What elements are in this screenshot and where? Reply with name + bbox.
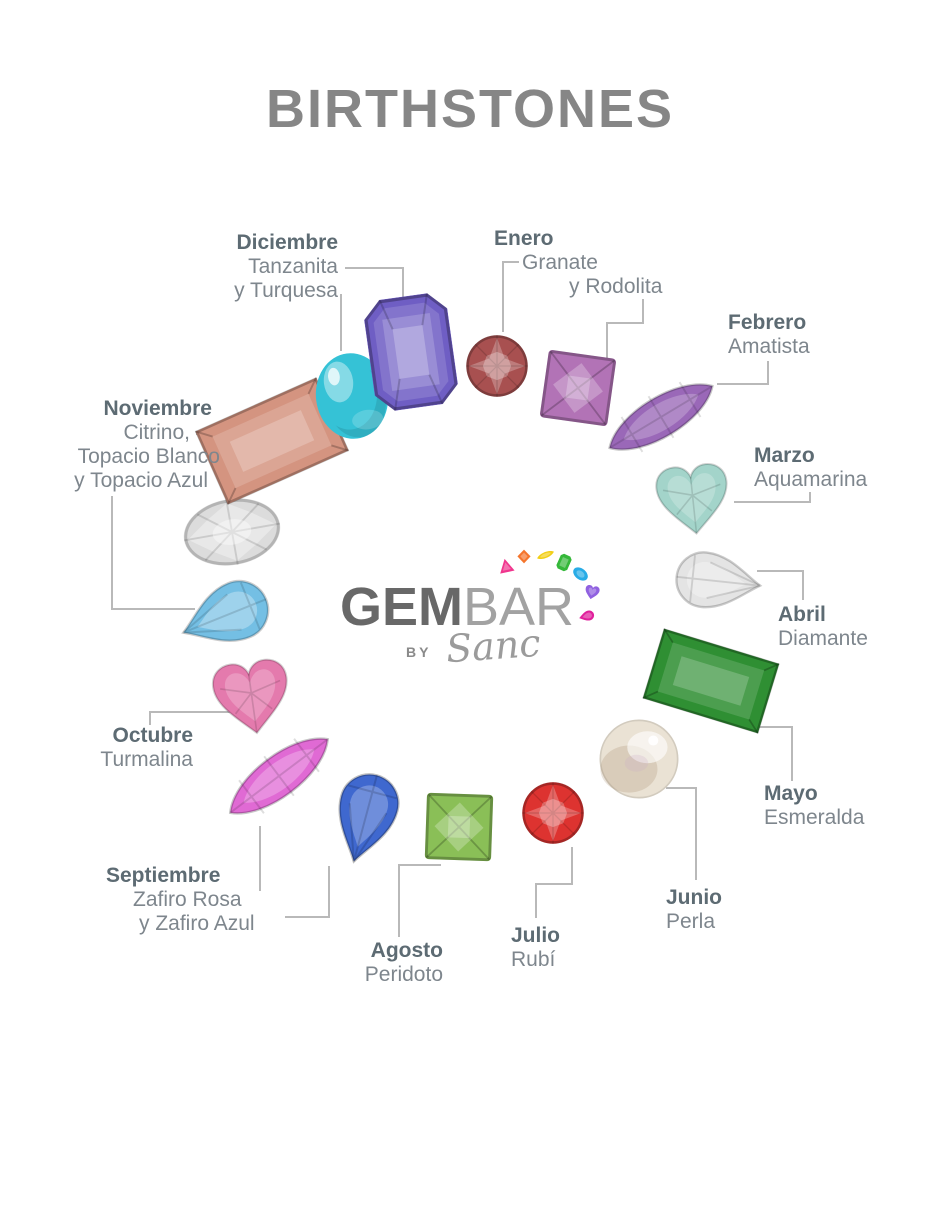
label-abril: Abril Diamante [778,603,868,651]
stone-turquesa: y Turquesa [234,279,338,302]
green-emerald-gem-icon [555,552,573,572]
month-noviembre: Noviembre [103,397,212,420]
month-octubre: Octubre [112,724,193,747]
byline-by: BY [406,644,432,660]
pink-triangle-gem-icon [497,557,516,575]
magenta-pear-gem-icon [577,608,597,624]
gem-amatista [592,359,731,475]
label-noviembre: Noviembre Citrino, Topacio Blanco y Topa… [74,397,220,493]
brand-signature: Sanc [444,620,542,672]
stone-aquamarina: Aquamarina [754,468,868,491]
month-marzo: Marzo [754,444,815,467]
gem-peridoto [422,790,496,864]
stone-zafiro-rosa: Zafiro Rosa [133,888,242,911]
stone-rubi: Rubí [511,948,556,971]
stone-zafiro-azul: y Zafiro Azul [139,912,255,935]
label-marzo: Marzo Aquamarina [754,444,867,492]
month-febrero: Febrero [728,311,807,334]
gem-topacio-azul [166,563,289,667]
month-junio: Junio [666,886,722,909]
stone-diamante: Diamante [778,627,868,650]
label-julio: Julio Rubí [511,924,560,972]
wordmark-bar: BAR [463,577,575,637]
wordmark-gem: GEM [340,577,464,637]
gem-granate [465,334,529,398]
orange-diamond-gem-icon [517,549,531,564]
label-octubre: Octubre Turmalina [100,724,193,772]
stone-topacio-azul: y Topacio Azul [74,469,208,492]
gem-turquesa [309,347,395,446]
stone-tanzanita: Tanzanita [248,255,338,278]
stone-granate: Granate [522,251,598,274]
gem-aquamarina [649,458,737,542]
gem-esmeralda [641,627,782,736]
gem-citrino [193,375,351,507]
blue-oval-gem-icon [570,564,591,584]
month-mayo: Mayo [764,782,818,805]
month-abril: Abril [778,603,826,626]
gem-diamante [662,543,770,619]
month-agosto: Agosto [370,939,443,962]
month-diciembre: Diciembre [236,231,338,254]
gem-zafiro-rosa [209,712,350,840]
stone-esmeralda: Esmeralda [764,806,865,829]
label-diciembre: Diciembre Tanzanita y Turquesa [234,231,338,303]
gem-zafiro-azul [318,758,413,873]
stone-amatista: Amatista [728,335,810,358]
month-enero: Enero [494,227,554,250]
label-mayo: Mayo Esmeralda [764,782,864,830]
label-febrero: Febrero Amatista [728,311,810,359]
label-septiembre: Septiembre Zafiro Rosa y Zafiro Azul [106,864,255,936]
stone-turmalina: Turmalina [100,748,193,771]
gem-turmalina [205,653,299,744]
gembar-wordmark: GEMBAR [340,580,574,634]
stone-rodolita: y Rodolita [569,275,663,298]
stone-perla: Perla [666,910,716,933]
month-julio: Julio [511,924,561,947]
month-septiembre: Septiembre [106,864,221,887]
stone-topacio-blanco: Topacio Blanco [77,445,220,468]
stone-citrino: Citrino, [123,421,190,444]
gem-tanzanita [362,291,461,414]
gem-perla [597,717,681,801]
yellow-marquise-gem-icon [535,547,556,563]
gem-rubi [521,781,585,845]
purple-heart-gem-icon [583,584,602,602]
stone-peridoto: Peridoto [364,963,443,986]
gem-rodolita [536,346,620,430]
label-agosto: Agosto Peridoto [365,939,443,987]
label-junio: Junio Perla [666,886,722,934]
page-title: BIRTHSTONES [265,79,675,139]
label-enero: Enero Granate y Rodolita [494,227,662,299]
